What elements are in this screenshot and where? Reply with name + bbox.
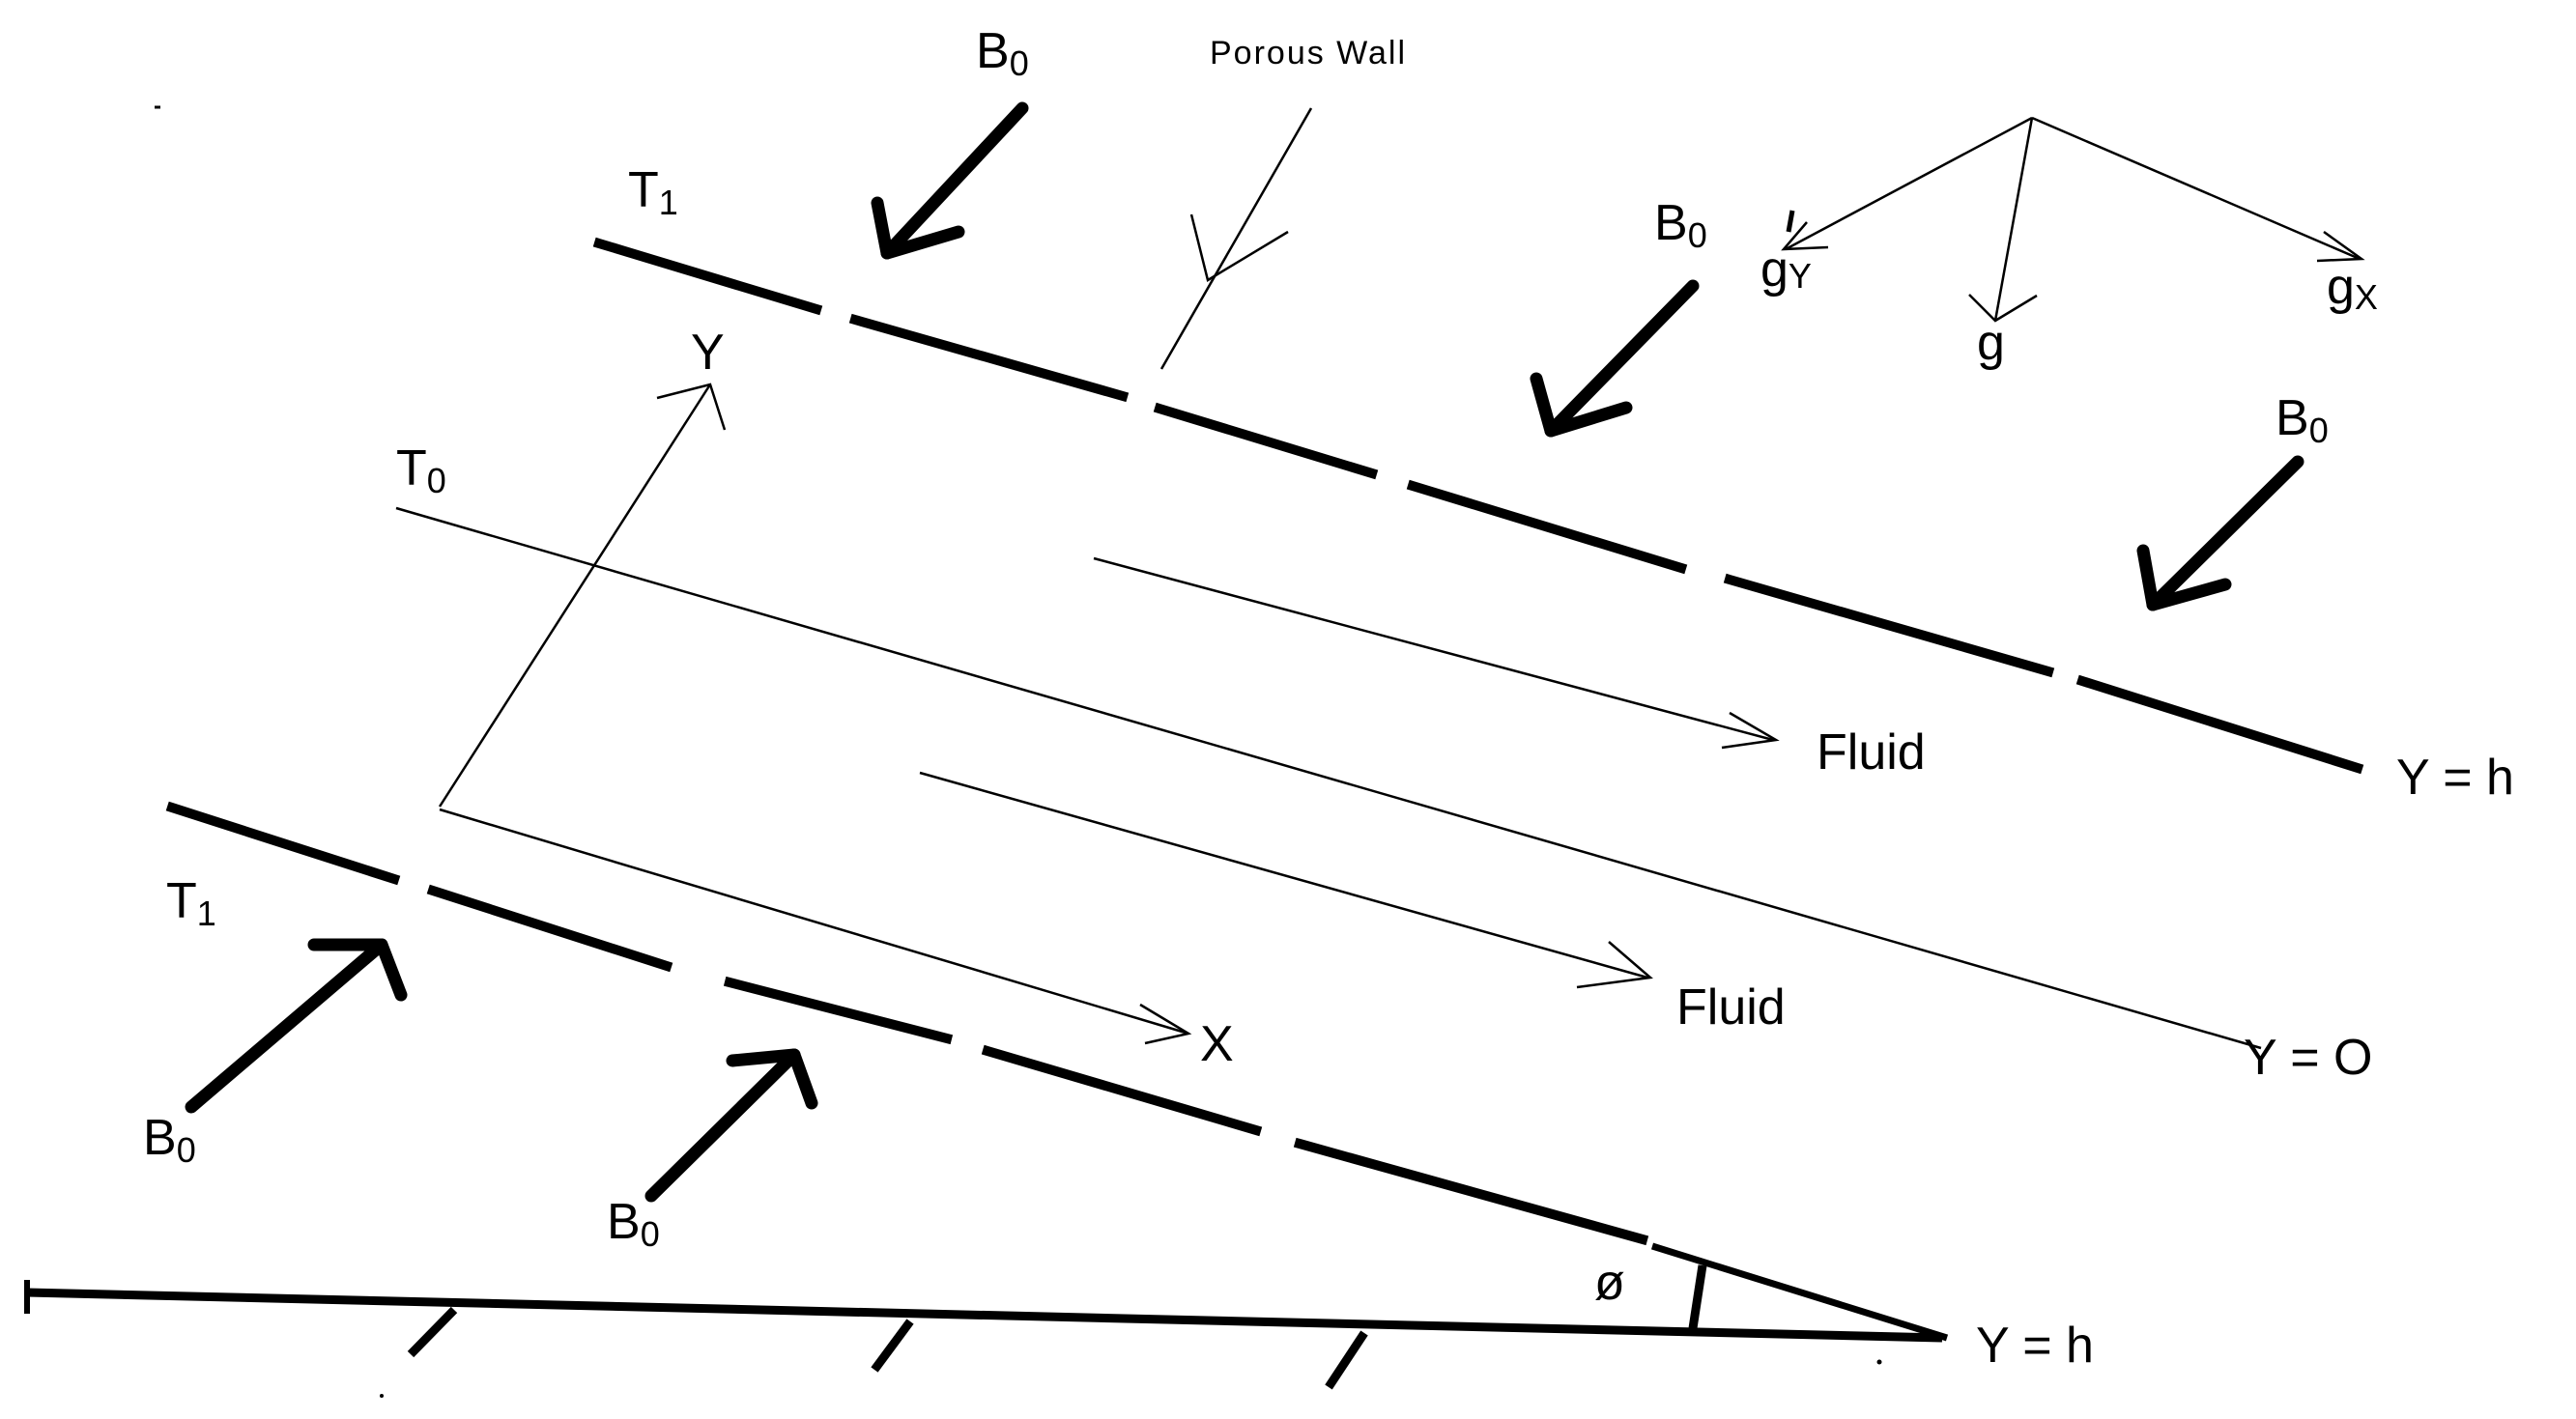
- b0-arrow-lower-left: [185, 938, 408, 1114]
- b0-label: B0: [607, 1194, 660, 1254]
- b0-arrow-right: [2136, 455, 2304, 611]
- lower-wall-extension: [1650, 1242, 1949, 1342]
- fluid-arrow-lower: [919, 771, 1653, 989]
- fluid-label-upper: Fluid: [1817, 724, 1926, 780]
- porous-wall-label: Porous Wall: [1210, 35, 1407, 71]
- y-eq-h-lower: Y = h: [1976, 1318, 2094, 1374]
- speck: [380, 1394, 384, 1398]
- t1-label-lower: T1: [166, 873, 216, 933]
- b0-label: B0: [143, 1110, 196, 1170]
- vertex-dot: [1876, 1359, 1882, 1365]
- b0-label: B0: [976, 23, 1029, 83]
- angle-marker: [1688, 1264, 1707, 1329]
- porous-wall-pointer: [1159, 107, 1313, 370]
- angle-label: ø: [1594, 1255, 1625, 1311]
- b0-label: B0: [2275, 390, 2329, 450]
- g-label: g: [1977, 315, 2005, 371]
- b0-arrow-lower-mid: [644, 1048, 818, 1203]
- ground-line: [24, 1280, 1943, 1390]
- y-eq-0: Y = O: [2244, 1030, 2372, 1086]
- x-axis-label: X: [1200, 1016, 1234, 1072]
- lower-porous-wall: [165, 801, 1649, 1246]
- gy-label: gY: [1760, 241, 1812, 298]
- fluid-arrow-upper: [1093, 556, 1780, 750]
- fluid-label-lower: Fluid: [1676, 979, 1786, 1036]
- b0-label: B0: [1654, 195, 1707, 255]
- b0-arrow-mid: [1530, 279, 1700, 438]
- ground-hatch: [1325, 1330, 1368, 1390]
- gravity-vectors: [1781, 116, 2365, 323]
- gx-label: gX: [2327, 259, 2378, 317]
- upper-porous-wall: [592, 237, 2364, 775]
- ground-hatch: [407, 1306, 458, 1358]
- coordinate-axes: [438, 383, 1192, 1045]
- t1-label-upper: T1: [628, 162, 678, 222]
- b0-arrow-top: [871, 101, 1029, 260]
- y-axis-label: Y: [691, 325, 725, 381]
- ground-hatch: [871, 1319, 914, 1373]
- y-eq-h-upper: Y = h: [2396, 750, 2514, 806]
- t0-label: T0: [396, 440, 446, 500]
- centerline-t0: [395, 506, 2262, 1050]
